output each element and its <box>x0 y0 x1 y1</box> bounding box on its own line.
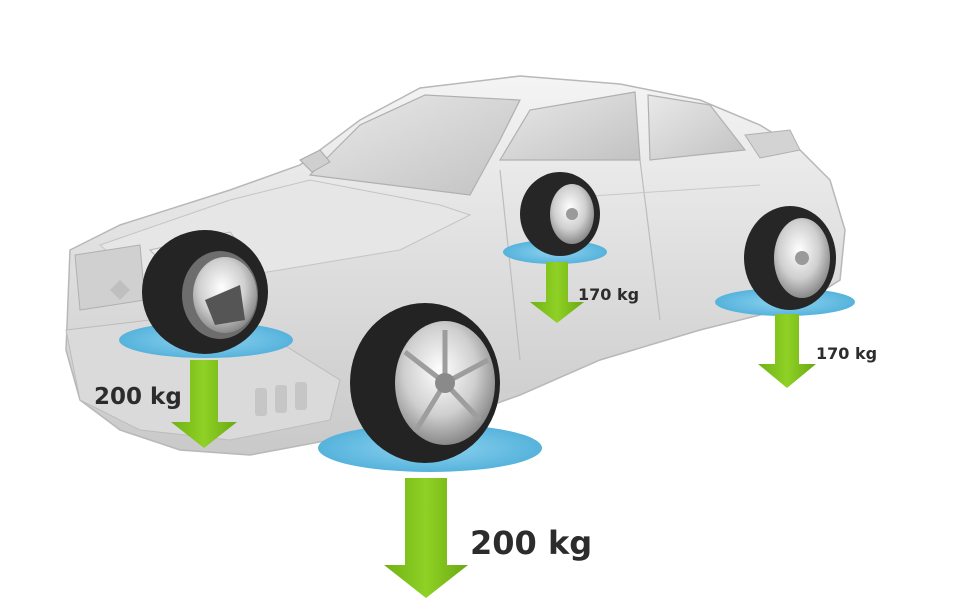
load-label-rear-left: 170 kg <box>578 285 640 304</box>
wheel-rear-left <box>503 172 607 323</box>
car-windshield <box>308 94 521 196</box>
wheel-front-right <box>318 303 542 598</box>
car-side-mirror <box>299 149 331 173</box>
wheel-rear-right <box>715 206 855 388</box>
car-side-window-rear <box>647 94 747 161</box>
arrow-rear-left <box>530 262 584 323</box>
car-front-grille <box>74 244 146 311</box>
car-side-window-front <box>498 91 641 161</box>
arrow-rear-right <box>758 314 816 388</box>
load-label-rear-right: 170 kg <box>816 344 878 363</box>
arrow-front-left <box>171 360 237 448</box>
car-rear-spoiler <box>744 129 801 159</box>
wheel-front-left <box>119 230 293 448</box>
car-emblem <box>110 280 130 300</box>
load-label-front-left: 200 kg <box>94 384 182 410</box>
arrow-front-right <box>384 478 468 598</box>
load-label-front-right: 200 kg <box>470 524 593 562</box>
